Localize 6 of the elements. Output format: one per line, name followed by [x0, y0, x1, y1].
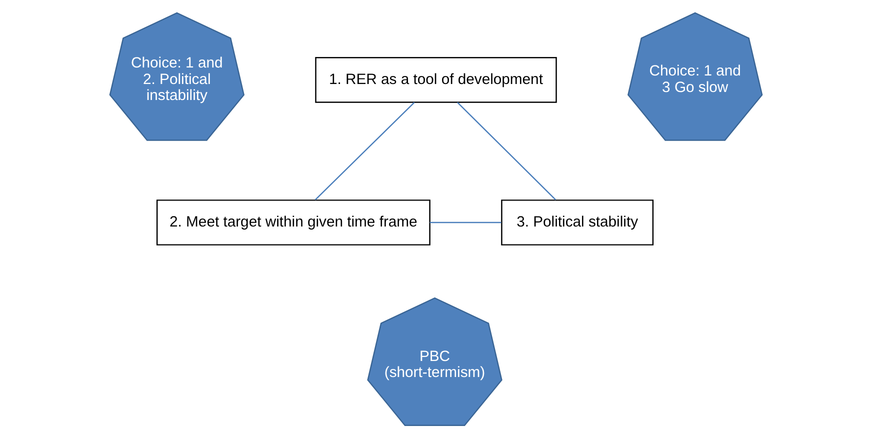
node-box: 2. Meet target within given time frame: [156, 200, 430, 246]
node-box: 3. Political stability: [500, 200, 654, 246]
connector: [456, 102, 556, 200]
connector: [314, 102, 414, 200]
connector: [429, 222, 501, 224]
node-box: 1. RER as a tool of development: [314, 57, 556, 103]
